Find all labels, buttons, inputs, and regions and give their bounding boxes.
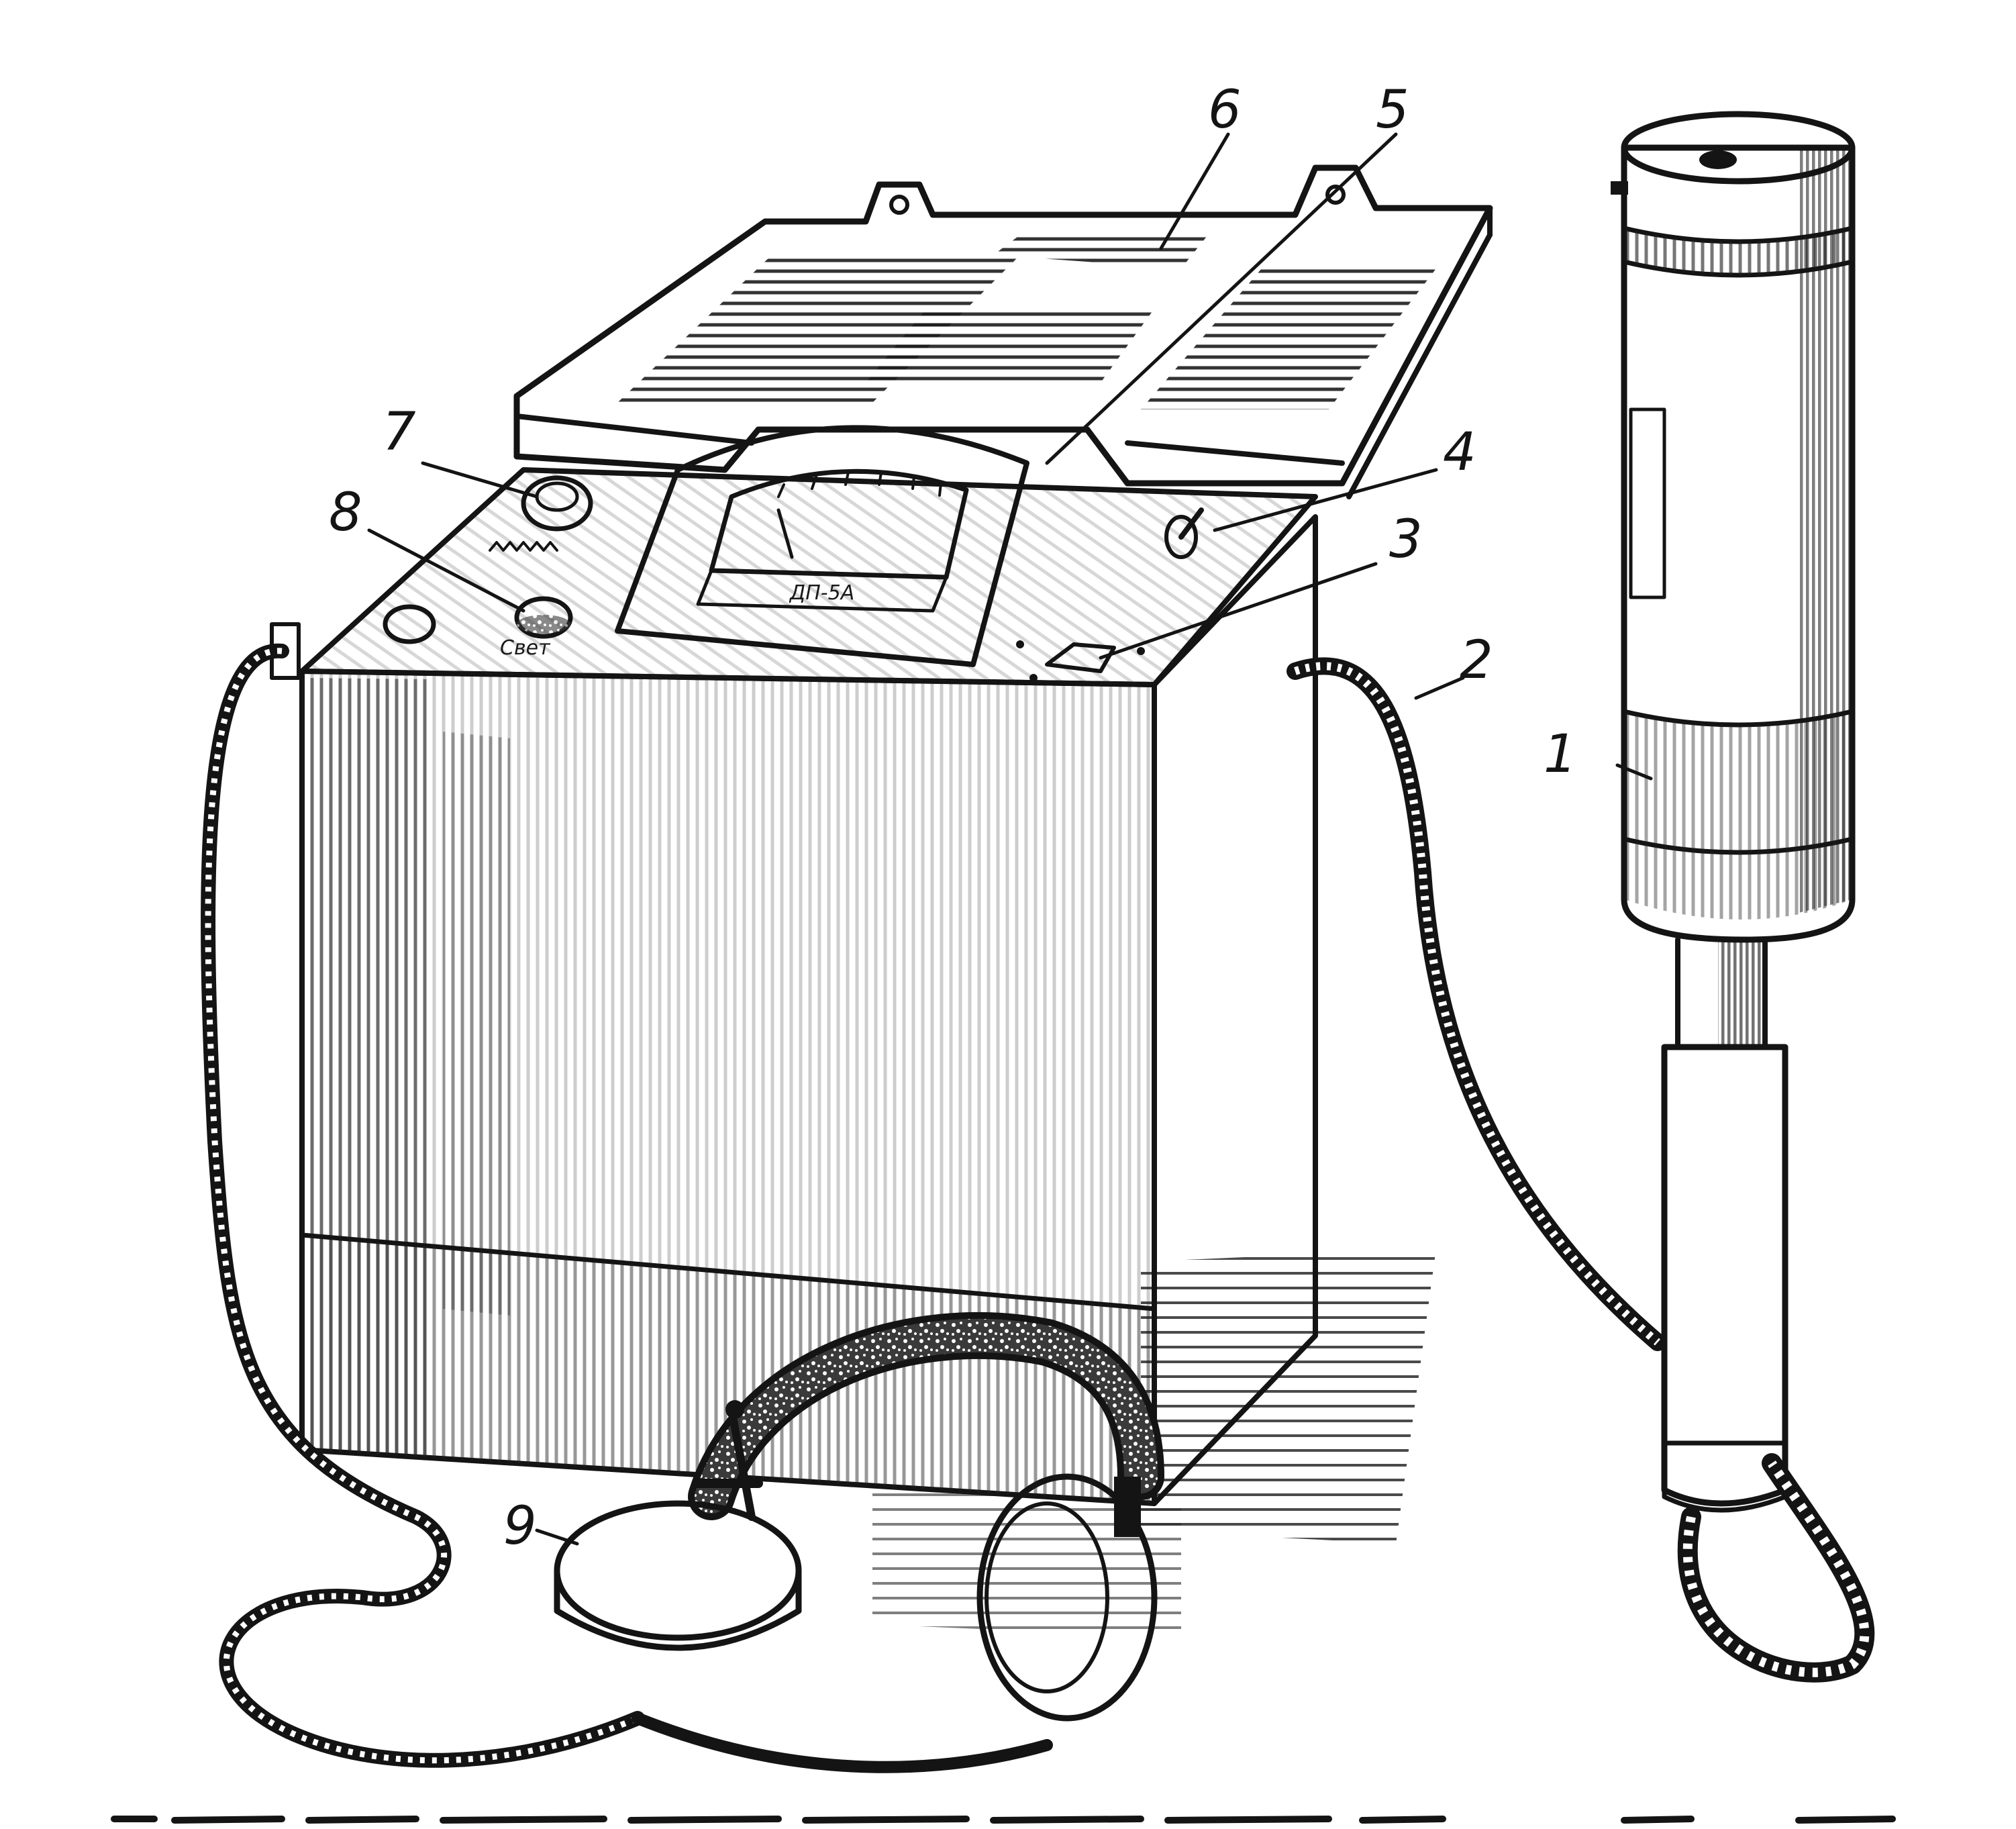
callout-leaders bbox=[367, 132, 1653, 1546]
callout-3: 3 bbox=[1389, 509, 1423, 570]
callout-1: 1 bbox=[1544, 724, 1577, 785]
callout-5: 5 bbox=[1376, 80, 1409, 140]
toggle-switch bbox=[1164, 507, 1204, 559]
lid-tray bbox=[513, 164, 1493, 499]
headphones bbox=[554, 1312, 1164, 1722]
cable-connector bbox=[1016, 640, 1145, 682]
probe-cable bbox=[1287, 657, 1666, 1351]
button-caption: Свет bbox=[500, 636, 551, 660]
right-earpiece bbox=[976, 1473, 1158, 1722]
bottom-edge-marks bbox=[111, 1816, 1896, 1824]
meter-needle bbox=[776, 508, 794, 559]
meter-model-label: ДП-5А bbox=[789, 581, 854, 605]
indicator-lamp bbox=[383, 604, 436, 644]
callout-7: 7 bbox=[383, 402, 416, 462]
callout-labels: 1 2 3 4 5 6 7 8 9 bbox=[329, 80, 1577, 1556]
instrument-case bbox=[299, 467, 1318, 1506]
callout-2: 2 bbox=[1460, 630, 1493, 691]
callout-9: 9 bbox=[503, 1496, 537, 1556]
callout-8: 8 bbox=[329, 483, 362, 543]
detector-probe bbox=[1611, 111, 1875, 1683]
callout-4: 4 bbox=[1443, 422, 1476, 483]
callout-6: 6 bbox=[1208, 80, 1242, 140]
push-button: Свет bbox=[500, 596, 573, 660]
meter-window: ДП-5А bbox=[615, 425, 1029, 667]
left-earpiece bbox=[554, 1500, 802, 1641]
headphone-cable bbox=[201, 643, 1053, 1773]
box-shadow bbox=[872, 1248, 1436, 1638]
case-side-face bbox=[1152, 514, 1318, 1506]
